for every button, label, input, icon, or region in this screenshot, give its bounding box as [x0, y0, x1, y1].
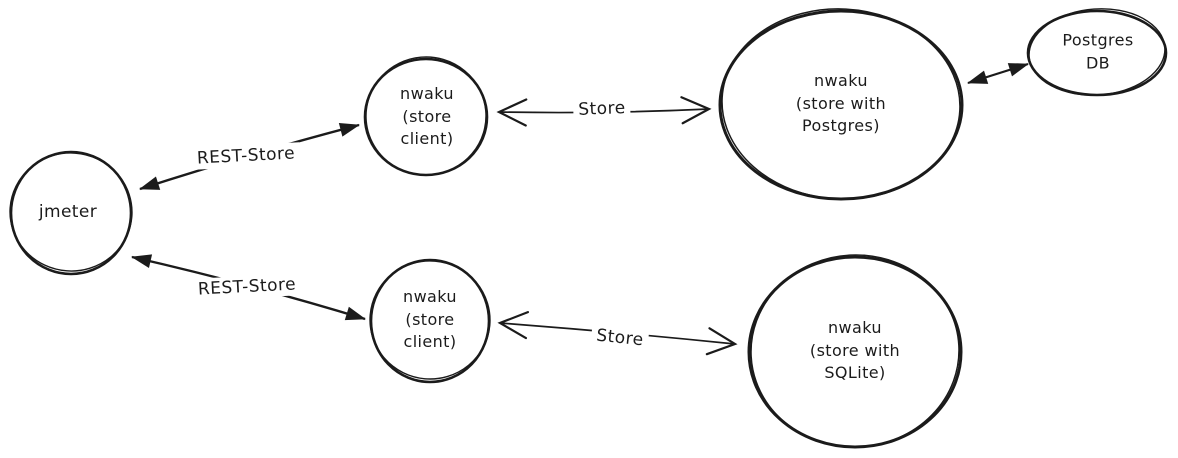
node-store-with-sqlite-shape[interactable]: [746, 250, 964, 453]
node-jmeter-shape[interactable]: [6, 149, 136, 276]
node-store-with-sqlite-label[interactable]: nwaku (store with SQLite): [809, 317, 901, 383]
edge-store-top-label[interactable]: Store: [572, 97, 632, 121]
node-store-client-top-label[interactable]: nwaku (store client): [400, 83, 454, 149]
node-store-client-bottom-shape[interactable]: [365, 256, 495, 384]
node-store-client-top-shape[interactable]: [361, 52, 491, 180]
node-postgres-db-shape[interactable]: [1026, 4, 1168, 99]
node-store-with-postgres-label[interactable]: nwaku (store with Postgres): [795, 70, 887, 136]
edge-postgres-db-link-line[interactable]: [967, 62, 1029, 85]
node-postgres-db-label[interactable]: Postgres DB: [1062, 30, 1134, 72]
node-jmeter-label[interactable]: jmeter: [38, 201, 98, 222]
node-store-with-postgres-shape[interactable]: [717, 3, 965, 205]
node-store-client-bottom-label[interactable]: nwaku (store client): [403, 286, 457, 352]
